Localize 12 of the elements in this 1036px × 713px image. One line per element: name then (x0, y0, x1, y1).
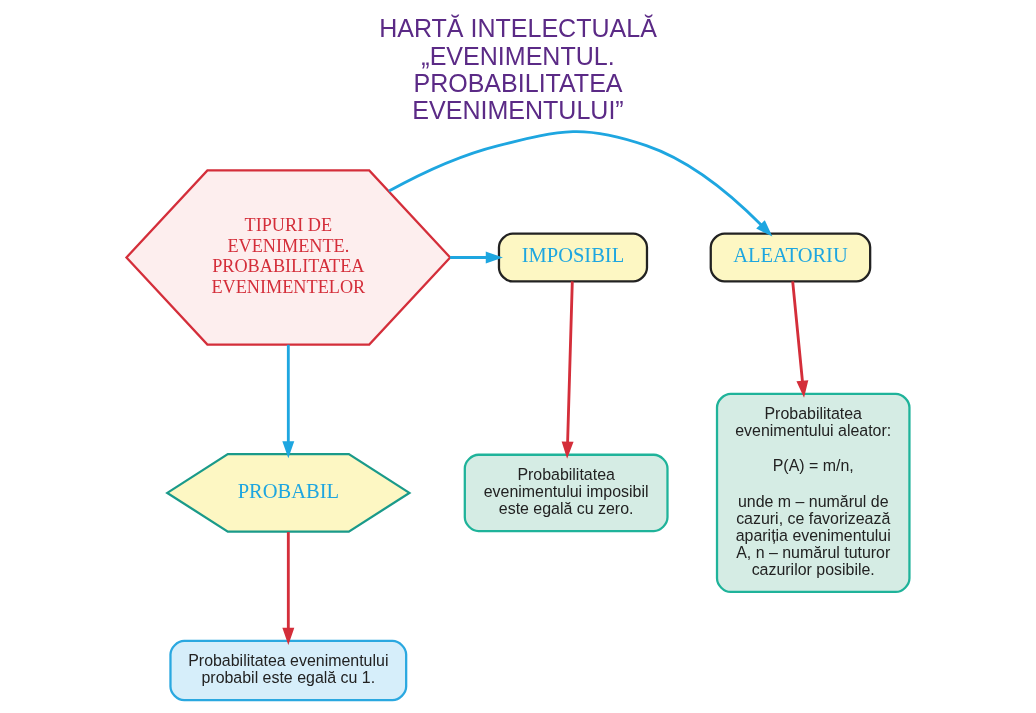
node-box: Probabilitatea evenimentului imposibil este egală cu zero. (463, 453, 669, 533)
arrow (388, 130, 773, 237)
arrow (561, 281, 574, 459)
node-box: IMPOSIBIL (497, 232, 649, 283)
diagram-title: HARTĂ INTELECTUALĂ „EVENIMENTUL. PROBABILITATEA EVENIMENTULUI” (379, 14, 657, 125)
node-box: ALEATORIU (709, 232, 872, 283)
arrow (450, 251, 503, 264)
node-box: Probabilitatea evenimentului probabil este egală cu 1. (169, 639, 408, 702)
arrow (282, 344, 295, 459)
arrow (282, 532, 295, 645)
arrow (791, 281, 809, 398)
node-box: Probabilitatea evenimentului aleator: P(A) = m/n, unde m – numărul de cazuri, ce favorizează apariția evenimentului A, n – numărul tuturor cazurilor posibile. (715, 392, 911, 594)
